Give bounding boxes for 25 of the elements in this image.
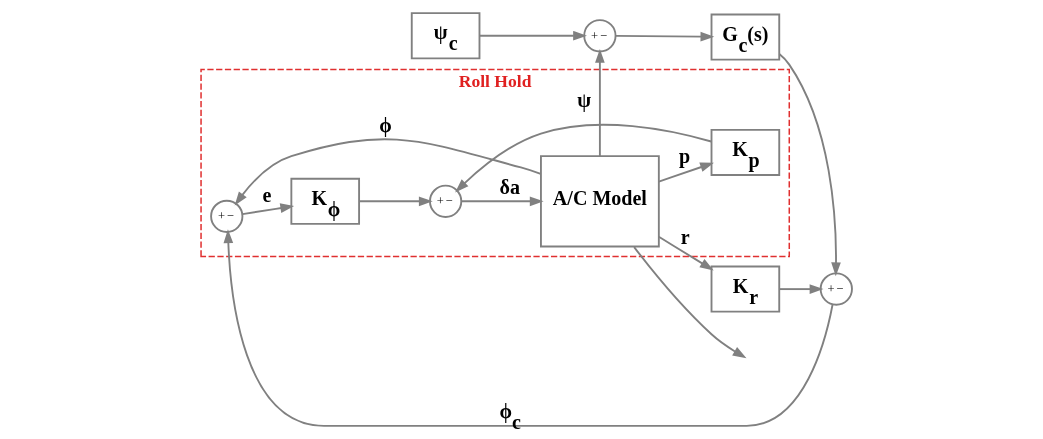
edge-label: ϕ bbox=[379, 114, 392, 137]
arrow bbox=[778, 53, 841, 277]
edge-label: p bbox=[678, 145, 691, 168]
arrow bbox=[633, 246, 747, 359]
node-circle: +− bbox=[429, 184, 463, 218]
arrow bbox=[478, 30, 587, 41]
arrow bbox=[358, 196, 433, 207]
node-box: A/C Model bbox=[540, 155, 660, 248]
edge-label: ψ bbox=[577, 89, 592, 112]
edge-label: e bbox=[262, 184, 272, 207]
node-circle: +− bbox=[583, 19, 617, 53]
edge-label: δa bbox=[499, 175, 520, 198]
arrow bbox=[778, 284, 824, 294]
node-circle: +− bbox=[819, 272, 853, 306]
edge-label: r bbox=[680, 225, 690, 248]
arrow bbox=[455, 123, 713, 193]
arrow bbox=[223, 229, 834, 427]
arrow bbox=[657, 235, 714, 271]
arrow bbox=[234, 138, 542, 206]
arrow bbox=[614, 31, 715, 42]
arrow bbox=[460, 196, 544, 207]
arrow bbox=[241, 203, 295, 215]
arrow bbox=[657, 162, 714, 183]
arrow bbox=[595, 48, 605, 157]
node-circle: +− bbox=[210, 199, 244, 233]
